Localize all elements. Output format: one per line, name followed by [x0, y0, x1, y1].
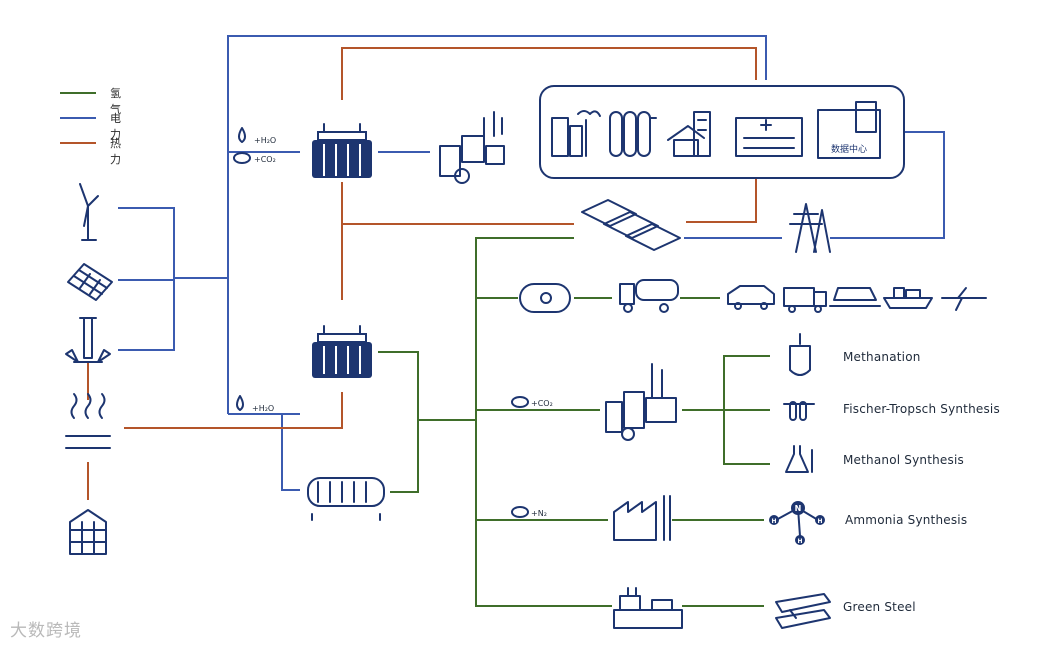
fischer-tropsch-label: Fischer-Tropsch Synthesis	[843, 402, 1000, 416]
methanation-label: Methanation	[843, 350, 921, 364]
solar-tower-icon	[65, 317, 111, 363]
electrolyzer-bottom-icon	[312, 325, 372, 378]
gas-cloud-icon	[511, 506, 529, 518]
legend-label: 热力	[110, 137, 121, 166]
transmission-tower-icon	[789, 203, 831, 253]
airplane-icon	[941, 287, 987, 311]
test-tubes-icon	[783, 401, 815, 421]
truck-icon	[783, 287, 827, 313]
n2-input-label: +N₂	[531, 509, 547, 518]
legend-swatch	[60, 142, 96, 144]
hydrogen-atom-label: H	[817, 518, 822, 525]
nitrogen-atom-label: N	[795, 504, 802, 513]
water-drop-icon	[238, 127, 246, 143]
water-input-label: +H₂O	[252, 404, 275, 413]
hospital-building-icon	[735, 117, 803, 157]
geothermal-heat-icon	[65, 393, 111, 449]
ship-icon	[883, 287, 933, 309]
hydrogen-atom-label: H	[797, 538, 802, 545]
co2-input-label: +CO₂	[254, 155, 276, 164]
water-input-label: +H₂O	[254, 136, 277, 145]
green-steel-label: Green Steel	[843, 600, 916, 614]
wind-turbine-icon	[79, 183, 99, 241]
heat-lines	[87, 47, 757, 500]
tanker-truck-icon	[619, 279, 679, 313]
steel-beam-icon	[775, 593, 831, 629]
co2-input-label: +CO₂	[531, 399, 553, 408]
electrolyzer-top-icon	[312, 123, 372, 178]
hydrogen-atom-label: H	[771, 518, 776, 525]
hydrogen-tank-icon	[519, 283, 571, 313]
chemical-plant-icon	[605, 363, 677, 441]
methanol-synthesis-label: Methanol Synthesis	[843, 453, 964, 467]
heat-exchanger-icon	[307, 477, 385, 521]
methanation-flask-icon	[789, 333, 811, 376]
gas-cloud-icon	[233, 152, 251, 164]
solar-panel-icon	[67, 263, 113, 301]
power-lines	[118, 35, 945, 491]
legend-label: 电力	[110, 112, 121, 141]
water-drop-icon	[236, 395, 244, 411]
car-icon	[727, 285, 775, 310]
battery-storage-icon	[581, 199, 681, 251]
gas-cloud-icon	[511, 396, 529, 408]
ammonia-molecule-icon	[769, 501, 825, 545]
train-icon	[829, 287, 881, 307]
residential-building-icon	[667, 111, 711, 157]
watermark: 大数跨境	[10, 621, 82, 641]
legend-swatch	[60, 117, 96, 119]
industry-icon	[551, 110, 601, 157]
heating-radiator-icon	[609, 111, 657, 157]
steel-plant-icon	[613, 587, 683, 629]
data-center-label: 数据中心	[831, 143, 867, 155]
power-plant-icon	[439, 111, 505, 184]
factory-icon	[613, 495, 671, 541]
erlenmeyer-flask-icon	[785, 445, 813, 473]
ammonia-synthesis-label: Ammonia Synthesis	[845, 513, 968, 527]
legend-label: 氢气	[110, 87, 121, 116]
consumer-box	[539, 85, 905, 179]
data-center-icon	[817, 101, 881, 159]
hydrogen-lines	[378, 237, 770, 607]
legend-swatch	[60, 92, 96, 94]
thermal-storage-tank-icon	[69, 509, 107, 555]
